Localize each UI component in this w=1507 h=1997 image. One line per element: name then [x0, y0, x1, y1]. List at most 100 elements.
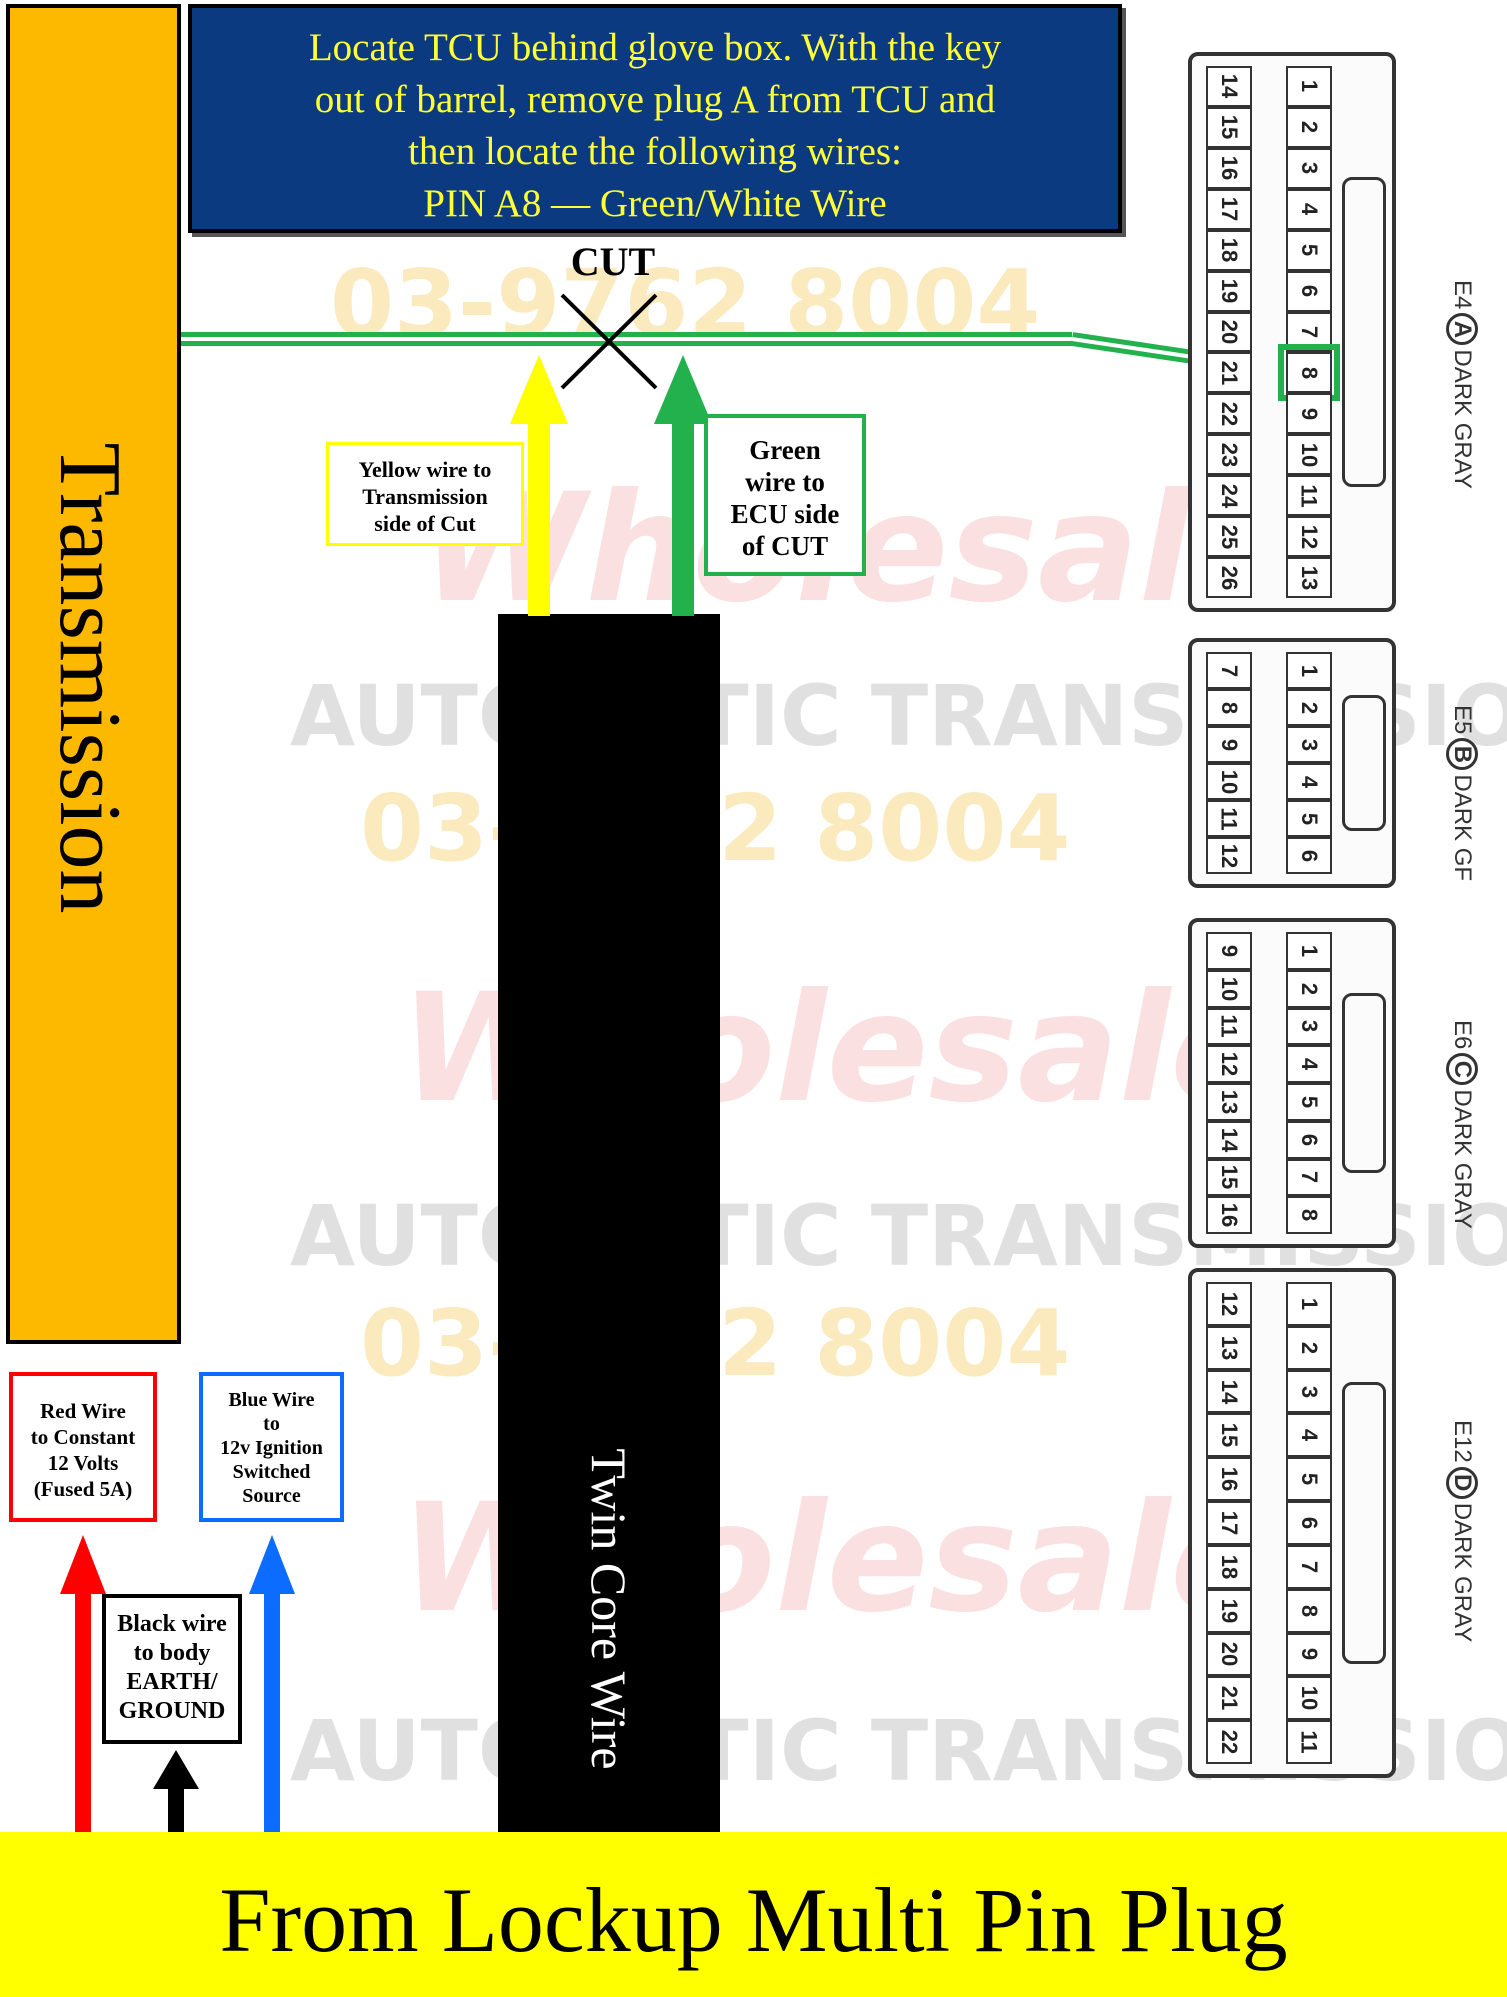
connector-pin: 19 [1206, 270, 1252, 312]
pin-number: 13 [1216, 1335, 1242, 1360]
green-arrow-head [654, 355, 712, 424]
connector-pin: 15 [1206, 106, 1252, 148]
pin-number: 15 [1216, 1423, 1242, 1448]
connector-pin: 2 [1286, 689, 1332, 726]
pin-number: 8 [1217, 701, 1242, 714]
connector-pin: 26 [1206, 557, 1252, 598]
transmission-block: Transmission [6, 4, 181, 1344]
red-wire [75, 1590, 91, 1835]
green-wire [672, 420, 694, 616]
green-wire-label: Green wire to ECU side of CUT [704, 414, 866, 576]
connector-pin: 13 [1206, 1083, 1252, 1121]
pin-number: 18 [1216, 237, 1242, 263]
connector-latch [1342, 695, 1386, 831]
connector-pin: 3 [1286, 1007, 1332, 1046]
pin-number: 2 [1297, 121, 1322, 134]
pin-number: 6 [1297, 1516, 1322, 1530]
connector-pin: 14 [1206, 66, 1252, 107]
pin-number: 5 [1297, 1095, 1322, 1108]
connector-pin: 16 [1206, 147, 1252, 189]
pin-number: 14 [1216, 74, 1242, 99]
pin-number: 26 [1216, 565, 1242, 590]
connector-pin: 23 [1206, 434, 1252, 476]
blue-wire-label: Blue Wire to 12v Ignition Switched Sourc… [199, 1372, 344, 1522]
highlighted-pin: 8 [1278, 344, 1340, 402]
pin-number: 19 [1216, 278, 1242, 304]
black-wire [168, 1785, 184, 1835]
pin-number: 3 [1297, 1020, 1322, 1033]
cut-mark [560, 293, 658, 390]
label-line: ECU side [730, 499, 840, 529]
connector-pin: 5 [1286, 1083, 1332, 1121]
pin-number: 3 [1297, 162, 1322, 175]
connector-code: E12 [1449, 1420, 1476, 1463]
pin-number: 18 [1216, 1554, 1242, 1580]
pin-number: 2 [1297, 982, 1322, 995]
connector-pin: 15 [1206, 1413, 1252, 1458]
connector-color: DARK GRAY [1449, 1502, 1476, 1643]
connector-pin: 11 [1286, 1720, 1332, 1764]
label-line: wire to [745, 467, 825, 497]
pin-number: 10 [1216, 976, 1242, 1001]
connector-pin: 10 [1206, 969, 1252, 1008]
connector-pin: 11 [1206, 1007, 1252, 1046]
pin-number: 1 [1297, 80, 1322, 93]
label-line: side of Cut [374, 511, 476, 536]
pin-number: 16 [1216, 1466, 1242, 1492]
connector-pin: 17 [1206, 1501, 1252, 1545]
label-line: to [263, 1413, 280, 1435]
pin-number: 12 [1216, 1291, 1242, 1317]
connector-pin: 9 [1286, 393, 1332, 435]
connector-pin: 3 [1286, 1369, 1332, 1414]
connector-pin: 21 [1206, 352, 1252, 394]
connector-pin: 14 [1206, 1369, 1252, 1414]
pin-number: 4 [1297, 1429, 1322, 1442]
connector-pin: 8 [1286, 1196, 1332, 1234]
pin-number: 11 [1216, 1014, 1242, 1039]
pin-number: 8 [1297, 366, 1322, 380]
connector-pin: 22 [1206, 1720, 1252, 1764]
pin-number: 5 [1297, 812, 1322, 825]
pin-number: 14 [1216, 1379, 1242, 1404]
connector-pin: 8 [1286, 1588, 1332, 1633]
connector-e12-label: E12DDARK GRAY [1446, 1420, 1478, 1642]
pin-number: 13 [1296, 565, 1322, 590]
yellow-wire-label: Yellow wire to Transmission side of Cut [326, 442, 524, 546]
pin-number: 9 [1217, 944, 1242, 957]
pin-number: 5 [1297, 244, 1322, 257]
pin-number: 6 [1297, 284, 1322, 298]
lockup-plug-label: From Lockup Multi Pin Plug [219, 1868, 1288, 1971]
instruction-line: then locate the following wires: [408, 130, 902, 173]
connector-pin: 7 [1286, 1158, 1332, 1197]
pin-number: 9 [1297, 1648, 1322, 1661]
pin-number: 17 [1216, 1510, 1242, 1536]
connector-code: E5 [1449, 705, 1476, 735]
plug-letter-icon: C [1446, 1053, 1478, 1086]
connector-pin: 22 [1206, 393, 1252, 435]
label-line: Black wire [117, 1611, 227, 1637]
pin-number: 17 [1216, 196, 1242, 222]
connector-pin: 20 [1206, 1632, 1252, 1677]
pin-number: 10 [1296, 442, 1322, 467]
connector-color: DARK GF [1449, 774, 1476, 882]
connector-pin: 8 [1206, 689, 1252, 726]
yellow-arrow-head [510, 355, 568, 424]
red-arrow-head [60, 1535, 106, 1594]
pin-number: 3 [1297, 1385, 1322, 1398]
label-line: of CUT [741, 531, 829, 561]
connector-pin: 24 [1206, 475, 1252, 517]
connector-pin: 4 [1286, 1045, 1332, 1083]
label-line: Source [242, 1485, 301, 1507]
connector-pin: 6 [1286, 837, 1332, 874]
label-line: Switched [232, 1461, 311, 1483]
connector-pin: 12 [1206, 837, 1252, 874]
connector-pin: 7 [1286, 1544, 1332, 1589]
connector-pin: 13 [1286, 557, 1332, 598]
